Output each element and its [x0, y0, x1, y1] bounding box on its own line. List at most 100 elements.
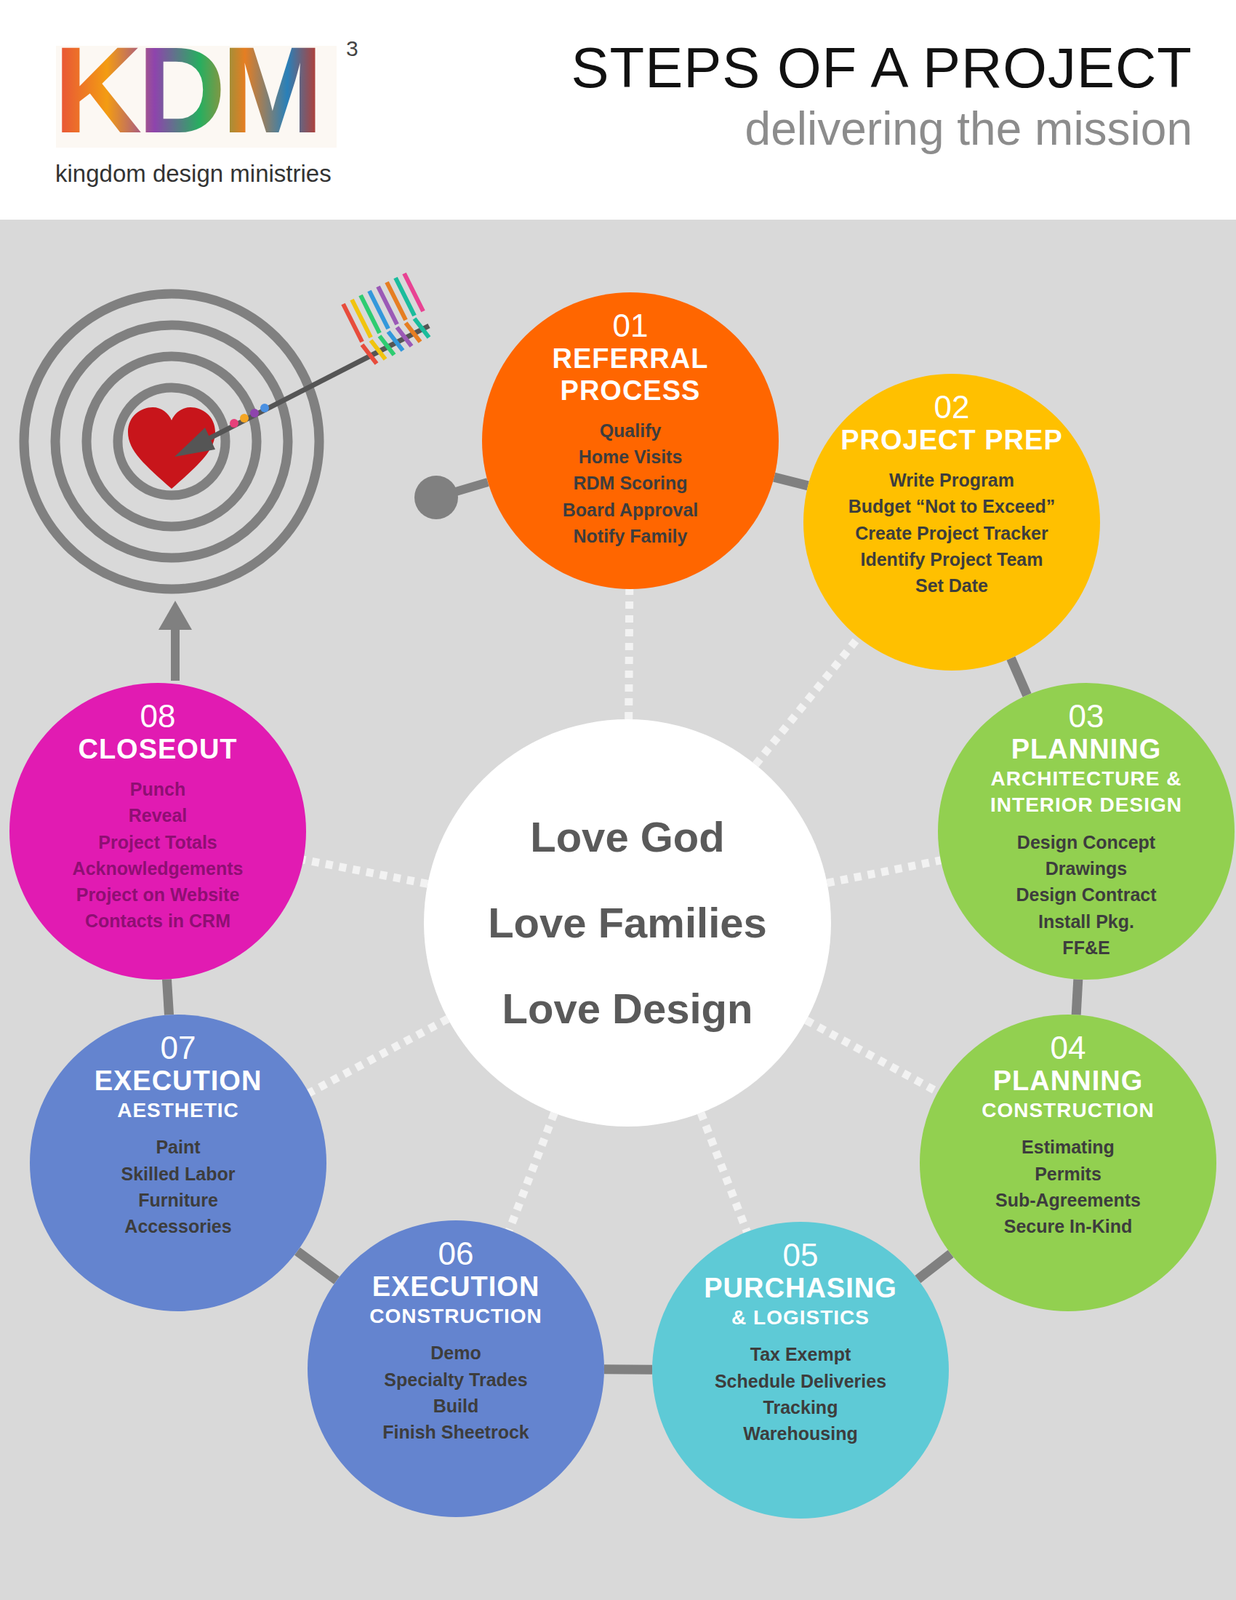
dotted-spoke [827, 860, 941, 883]
connector-line [700, 1112, 747, 1232]
step-task: Specialty Trades [383, 1366, 528, 1393]
heart [127, 407, 216, 489]
step-heading: CLOSEOUT [77, 733, 238, 766]
page-title: STEPS OF A PROJECT [570, 34, 1193, 102]
step-number: 04 [1050, 1030, 1087, 1066]
step-circle: 01REFERRAL PROCESS QualifyHome VisitsRDM … [482, 292, 779, 589]
step-task: Punch [130, 775, 186, 802]
step-circle: 05PURCHASING& LOGISTICS Tax ExemptSchedul… [652, 1221, 949, 1519]
dotted-spoke [508, 1112, 555, 1230]
ring-segment [604, 1368, 653, 1370]
core-circle: Love GodLove FamiliesLove Design [423, 719, 832, 1127]
step-task: Board Approval [562, 496, 699, 523]
step-task: Schedule Deliveries [714, 1367, 887, 1394]
target [23, 293, 320, 589]
step-number: 03 [1068, 698, 1105, 734]
step-task: Create Project Tracker [855, 519, 1048, 547]
step-task: Tracking [763, 1393, 839, 1420]
step-task: Paint [155, 1133, 200, 1160]
step-subheading: CONSTRUCTION [981, 1097, 1155, 1124]
connector-line [917, 1253, 951, 1279]
ring-segment [917, 1253, 951, 1279]
step-task: Design Contract [1015, 881, 1157, 908]
connector-line [167, 979, 170, 1015]
step-heading: EXECUTION [372, 1270, 541, 1303]
step-task: Budget “Not to Exceed” [848, 492, 1056, 520]
step-task: Notify Family [573, 522, 688, 549]
dotted-spoke [806, 1020, 938, 1093]
core-value: Love God [530, 815, 725, 858]
ring-segment [1010, 657, 1027, 696]
step-task: Finish Sheetrock [382, 1418, 529, 1445]
dotted-spoke [309, 1018, 448, 1093]
step-task: Acknowledgements [72, 855, 244, 882]
logo-superscript: 3 [346, 37, 359, 60]
step-subheading: ARCHITECTURE & INTERIOR DESIGN [977, 765, 1196, 819]
step-task: Build [433, 1392, 480, 1419]
step-task: Set Date [915, 572, 989, 599]
step-subheading: & LOGISTICS [731, 1304, 870, 1331]
connector-line [628, 588, 630, 720]
step-circle: 04PLANNINGCONSTRUCTIONEstimatingPermitsS… [919, 1014, 1217, 1311]
step-task: Skilled Labor [121, 1160, 236, 1187]
step-number: 08 [140, 698, 176, 734]
step-heading: PROJECT PREP [840, 424, 1063, 457]
step-task: RDM Scoring [573, 469, 688, 496]
ring-segment [1076, 979, 1079, 1015]
step-task: Tax Exempt [750, 1340, 851, 1367]
step-task: Estimating [1021, 1133, 1115, 1160]
step-heading: PLANNING [1011, 733, 1162, 766]
step-circle: 03PLANNINGARCHITECTURE & INTERIOR DESIGN… [937, 682, 1235, 980]
step-heading: PLANNING [993, 1065, 1143, 1098]
connector-line [604, 1363, 653, 1374]
connector-line [806, 1020, 938, 1093]
step-number: 01 [612, 308, 649, 344]
goal-arrow [158, 600, 192, 681]
step-task: Drawings [1045, 855, 1128, 882]
dotted-spoke [303, 859, 428, 884]
step-task: FF&E [1062, 934, 1110, 961]
step-task: Accessories [124, 1212, 232, 1239]
step-task: Project Totals [98, 828, 217, 856]
step-task: Home Visits [578, 443, 683, 470]
connector-line [1010, 657, 1027, 696]
step-task: Permits [1034, 1160, 1102, 1187]
step-task: Contacts in CRM [85, 907, 231, 934]
step-circle: 06EXECUTIONCONSTRUCTION DemoSpecialty Tra… [307, 1220, 605, 1517]
arrow [174, 273, 429, 457]
connector-line [508, 1112, 555, 1230]
dotted-spoke [755, 637, 858, 765]
logo-letters: KDM [53, 29, 320, 152]
step-number: 05 [783, 1237, 819, 1273]
core-value: Love Families [487, 901, 768, 944]
step-heading: EXECUTION [94, 1065, 263, 1098]
step-circle: 08CLOSEOUTPunchRevealProject TotalsAckno… [9, 682, 307, 980]
connector-line [774, 476, 808, 486]
start-dot [414, 475, 488, 520]
step-task: Secure In-Kind [1004, 1212, 1133, 1239]
step-task: Design Concept [1017, 828, 1156, 856]
ring-segment [167, 979, 170, 1015]
step-task: Sub-Agreements [995, 1186, 1141, 1213]
step-task: Qualify [599, 417, 662, 444]
step-number: 07 [160, 1030, 197, 1066]
subtitle: delivering the mission [745, 101, 1193, 156]
step-task: Warehousing [743, 1419, 858, 1447]
step-subheading: CONSTRUCTION [369, 1302, 543, 1330]
dotted-spoke [700, 1112, 747, 1232]
core-value: Love Design [502, 987, 754, 1030]
dotted-spoke [628, 588, 630, 720]
step-circle: 02PROJECT PREPWrite ProgramBudget “Not t… [803, 373, 1101, 671]
step-number: 06 [438, 1236, 475, 1271]
step-heading: PURCHASING [703, 1272, 897, 1305]
step-task: Identify Project Team [860, 546, 1044, 573]
step-task: Install Pkg. [1038, 908, 1135, 935]
step-heading: REFERRAL PROCESS [539, 343, 722, 407]
connector-line [303, 859, 428, 884]
step-circle: 07EXECUTIONAESTHETICPaintSkilled LaborFu… [29, 1014, 327, 1311]
connector-line [309, 1018, 448, 1093]
connector-line [827, 860, 941, 883]
step-number: 02 [934, 389, 970, 425]
ring-segment [297, 1250, 337, 1280]
step-task: Demo [430, 1339, 481, 1366]
